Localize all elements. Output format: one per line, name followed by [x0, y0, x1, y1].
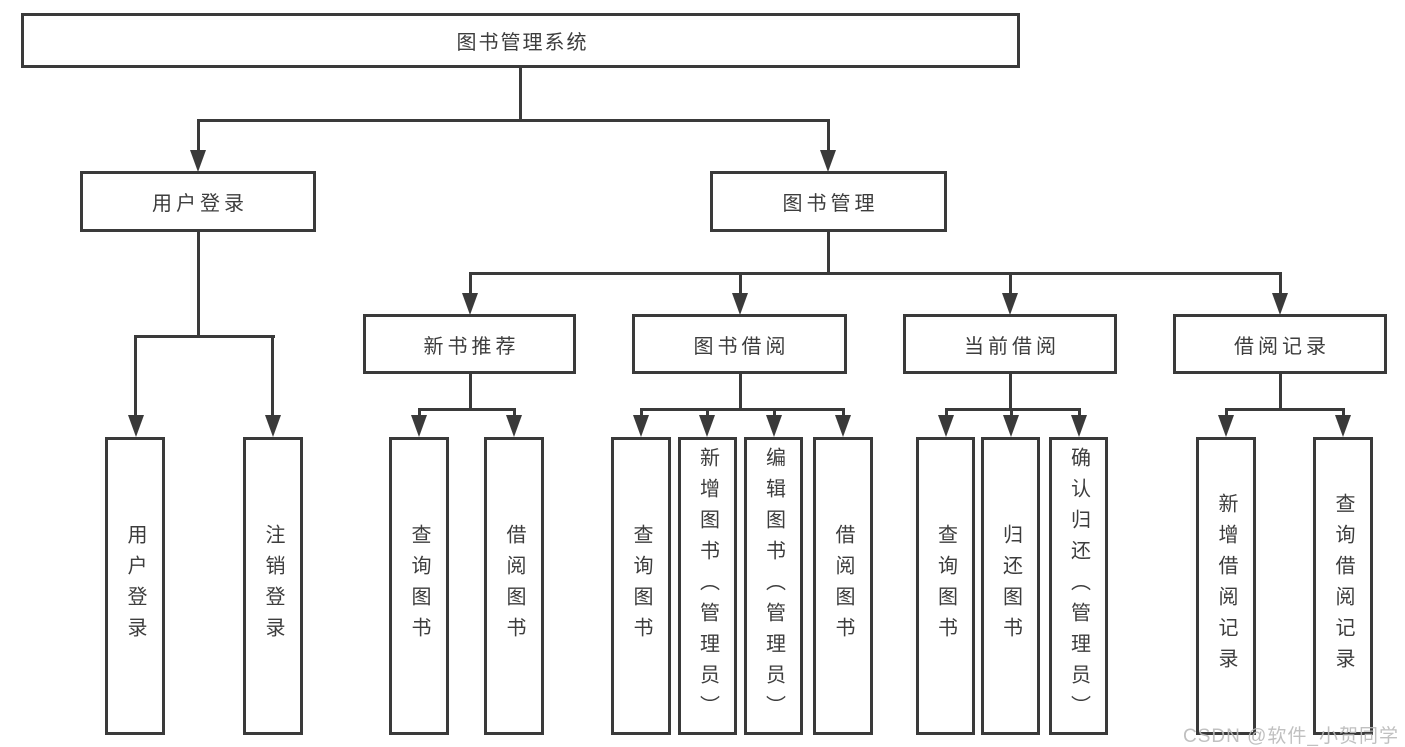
node-label: 图书管理: [782, 193, 879, 215]
connector-line: [1279, 272, 1282, 295]
arrowhead-down-icon: [265, 415, 281, 437]
arrowhead-down-icon: [190, 150, 206, 172]
leaf-confirm-return-admin: 确认归还（管理员）: [1049, 437, 1108, 735]
connector-line: [640, 408, 643, 417]
arrowhead-down-icon: [411, 415, 427, 437]
node-user-login: 用户登录: [80, 171, 316, 232]
connector-line: [134, 335, 275, 338]
arrowhead-down-icon: [1272, 293, 1288, 315]
node-label: 查询图书: [934, 524, 957, 648]
node-label: 新增图书（管理员）: [696, 446, 719, 726]
arrowhead-down-icon: [766, 415, 782, 437]
connector-line: [827, 232, 830, 272]
leaf-add-borrow-record: 新增借阅记录: [1196, 437, 1256, 735]
connector-line: [640, 408, 845, 411]
leaf-current-query-books: 查询图书: [916, 437, 975, 735]
leaf-user-login: 用户登录: [105, 437, 165, 735]
leaf-query-borrow-record: 查询借阅记录: [1313, 437, 1373, 735]
node-book-management: 图书管理: [710, 171, 947, 232]
arrowhead-down-icon: [835, 415, 851, 437]
node-label: 查询图书: [630, 524, 652, 648]
node-label: 归还图书: [999, 524, 1022, 648]
leaf-borrow-query-books: 查询图书: [611, 437, 671, 735]
arrowhead-down-icon: [938, 415, 954, 437]
connector-line: [197, 119, 200, 154]
connector-line: [1342, 408, 1345, 417]
leaf-newbook-borrow-books: 借阅图书: [484, 437, 544, 735]
connector-line: [197, 232, 200, 335]
leaf-edit-books-admin: 编辑图书（管理员）: [744, 437, 803, 735]
connector-line: [1225, 408, 1345, 411]
leaf-logout: 注销登录: [243, 437, 303, 735]
connector-line: [945, 408, 948, 417]
connector-line: [513, 408, 516, 417]
arrowhead-down-icon: [462, 293, 478, 315]
connector-line: [773, 408, 776, 417]
leaf-add-books-admin: 新增图书（管理员）: [678, 437, 737, 735]
node-label: 借阅图书: [503, 524, 525, 648]
connector-line: [706, 408, 709, 417]
arrowhead-down-icon: [1003, 415, 1019, 437]
node-label: 借阅图书: [832, 524, 854, 648]
leaf-borrow-books: 借阅图书: [813, 437, 873, 735]
leaf-return-books: 归还图书: [981, 437, 1040, 735]
arrowhead-down-icon: [1335, 415, 1351, 437]
node-label: 确认归还（管理员）: [1067, 446, 1090, 726]
connector-line: [271, 335, 274, 417]
connector-line: [827, 119, 830, 154]
arrowhead-down-icon: [732, 293, 748, 315]
connector-line: [469, 272, 472, 295]
connector-line: [1009, 374, 1012, 408]
connector-line: [197, 119, 830, 122]
leaf-newbook-query-books: 查询图书: [389, 437, 449, 735]
connector-line: [1279, 374, 1282, 408]
connector-line: [469, 272, 1282, 275]
connector-line: [1078, 408, 1081, 417]
node-label: 图书借阅: [693, 335, 790, 358]
node-label: 查询图书: [408, 524, 430, 648]
connector-line: [739, 272, 742, 295]
csdn-watermark: CSDN @软件_小贺同学: [1183, 726, 1399, 747]
arrowhead-down-icon: [1218, 415, 1234, 437]
connector-line: [945, 408, 1081, 411]
node-book-borrowing: 图书借阅: [632, 314, 847, 374]
node-borrowing-records: 借阅记录: [1173, 314, 1387, 374]
connector-line: [842, 408, 845, 417]
arrowhead-down-icon: [128, 415, 144, 437]
node-label: 新增借阅记录: [1215, 493, 1237, 679]
node-label: 当前借阅: [964, 335, 1060, 358]
node-label: 借阅记录: [1234, 335, 1330, 358]
arrowhead-down-icon: [633, 415, 649, 437]
node-label: 编辑图书（管理员）: [762, 446, 785, 726]
connector-line: [418, 408, 516, 411]
node-current-borrowing: 当前借阅: [903, 314, 1117, 374]
node-label: 注销登录: [262, 524, 284, 648]
arrowhead-down-icon: [1002, 293, 1018, 315]
node-label: 用户登录: [152, 193, 248, 215]
arrowhead-down-icon: [699, 415, 715, 437]
node-new-book-recommendation: 新书推荐: [363, 314, 576, 374]
arrowhead-down-icon: [1071, 415, 1087, 437]
node-label: 新书推荐: [423, 335, 520, 358]
node-label: 用户登录: [124, 524, 146, 648]
connector-line: [519, 68, 522, 120]
connector-line: [1225, 408, 1228, 417]
arrowhead-down-icon: [506, 415, 522, 437]
connector-line: [1009, 272, 1012, 295]
connector-line: [469, 374, 472, 408]
connector-line: [134, 335, 137, 417]
node-label: 查询借阅记录: [1332, 493, 1354, 679]
connector-line: [418, 408, 421, 417]
connector-line: [1010, 408, 1013, 417]
node-library-management-system: 图书管理系统: [21, 13, 1020, 68]
arrowhead-down-icon: [820, 150, 836, 172]
connector-line: [739, 374, 742, 408]
node-label: 图书管理系统: [456, 32, 589, 54]
